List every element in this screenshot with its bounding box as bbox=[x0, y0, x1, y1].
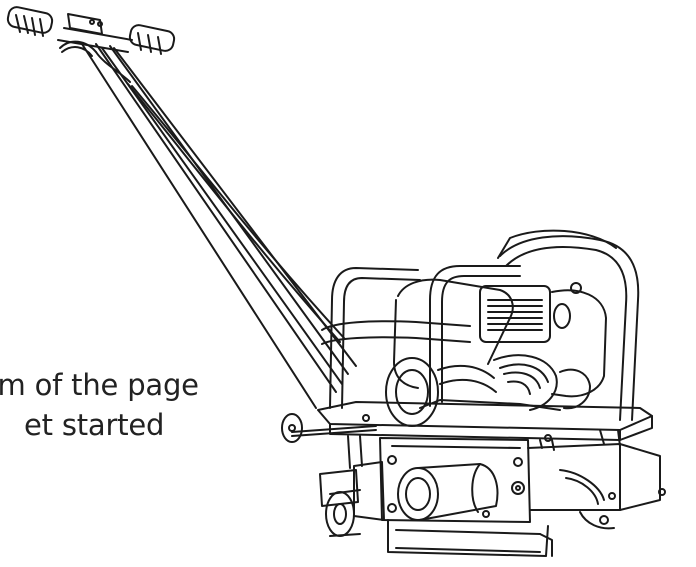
handle-bar bbox=[6, 6, 175, 82]
handle-shaft bbox=[82, 44, 356, 408]
instruction-line-1: om of the page bbox=[0, 368, 199, 402]
base-deck bbox=[282, 402, 652, 442]
instruction-line-2: et started bbox=[24, 408, 165, 442]
vibratory-housing bbox=[320, 438, 665, 556]
roll-cage bbox=[322, 231, 638, 420]
engine bbox=[386, 280, 606, 426]
partial-instruction-text: om of the page et started bbox=[0, 365, 260, 445]
frame-struts bbox=[348, 430, 620, 468]
